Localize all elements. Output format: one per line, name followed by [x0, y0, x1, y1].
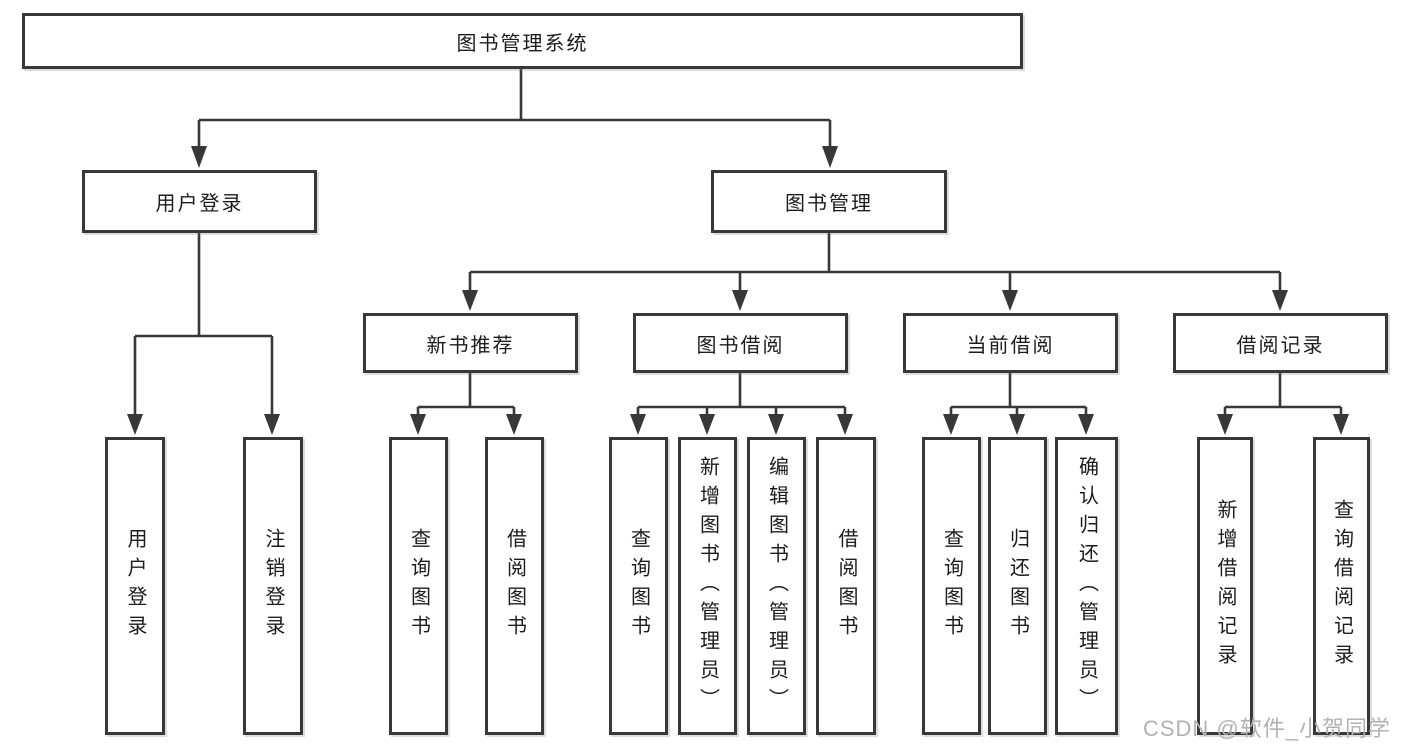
- leaf-label: 注销登录: [262, 528, 284, 644]
- leaf-label: 查询借阅记录: [1330, 499, 1353, 673]
- node-current-borrow-label: 当前借阅: [966, 334, 1055, 357]
- node-current-borrow: 当前借阅: [903, 313, 1118, 373]
- leaf-label: 用户登录: [124, 528, 146, 644]
- leaf-label: 编辑图书（管理员）: [765, 455, 788, 717]
- node-user-login: 用户登录: [82, 170, 317, 233]
- leaf-borrow-books-newbooks: 借阅图书: [485, 437, 544, 735]
- node-book-borrow-label: 图书借阅: [696, 334, 785, 357]
- node-book-mgmt-label: 图书管理: [785, 193, 873, 215]
- leaf-query-books-current: 查询图书: [922, 437, 981, 735]
- leaf-label: 查询图书: [940, 528, 963, 644]
- leaf-label: 借阅图书: [835, 528, 857, 644]
- node-book-borrow: 图书借阅: [633, 313, 848, 373]
- node-root-label: 图书管理系统: [456, 32, 589, 55]
- node-root: 图书管理系统: [22, 13, 1023, 69]
- leaf-query-borrow-record: 查询借阅记录: [1313, 437, 1370, 735]
- leaf-label: 新增图书（管理员）: [696, 455, 719, 717]
- leaf-label: 确认归还（管理员）: [1075, 455, 1098, 717]
- leaf-confirm-return-admin: 确认归还（管理员）: [1055, 437, 1118, 735]
- node-new-books: 新书推荐: [363, 313, 578, 373]
- leaf-query-books-borrow: 查询图书: [609, 437, 668, 735]
- csdn-watermark: CSDN @软件_小贺同学: [1142, 716, 1391, 741]
- arrowheads: [127, 146, 1349, 435]
- node-borrow-records: 借阅记录: [1173, 313, 1388, 373]
- leaf-add-books-admin: 新增图书（管理员）: [678, 437, 737, 735]
- leaf-label: 归还图书: [1006, 528, 1029, 644]
- leaf-query-books-newbooks: 查询图书: [389, 437, 448, 735]
- node-new-books-label: 新书推荐: [426, 334, 515, 357]
- node-user-login-label: 用户登录: [155, 193, 244, 215]
- leaf-borrow-books: 借阅图书: [816, 437, 876, 735]
- leaf-user-login: 用户登录: [105, 437, 165, 735]
- leaf-add-borrow-record: 新增借阅记录: [1197, 437, 1253, 735]
- leaf-edit-books-admin: 编辑图书（管理员）: [747, 437, 806, 735]
- leaf-label: 查询图书: [627, 528, 650, 644]
- leaf-label: 查询图书: [407, 528, 430, 644]
- node-book-mgmt: 图书管理: [711, 170, 947, 233]
- leaf-label: 借阅图书: [503, 528, 526, 644]
- leaf-label: 新增借阅记录: [1214, 499, 1236, 673]
- leaf-logout: 注销登录: [243, 437, 303, 735]
- node-borrow-records-label: 借阅记录: [1236, 334, 1325, 357]
- leaf-return-books: 归还图书: [988, 437, 1047, 735]
